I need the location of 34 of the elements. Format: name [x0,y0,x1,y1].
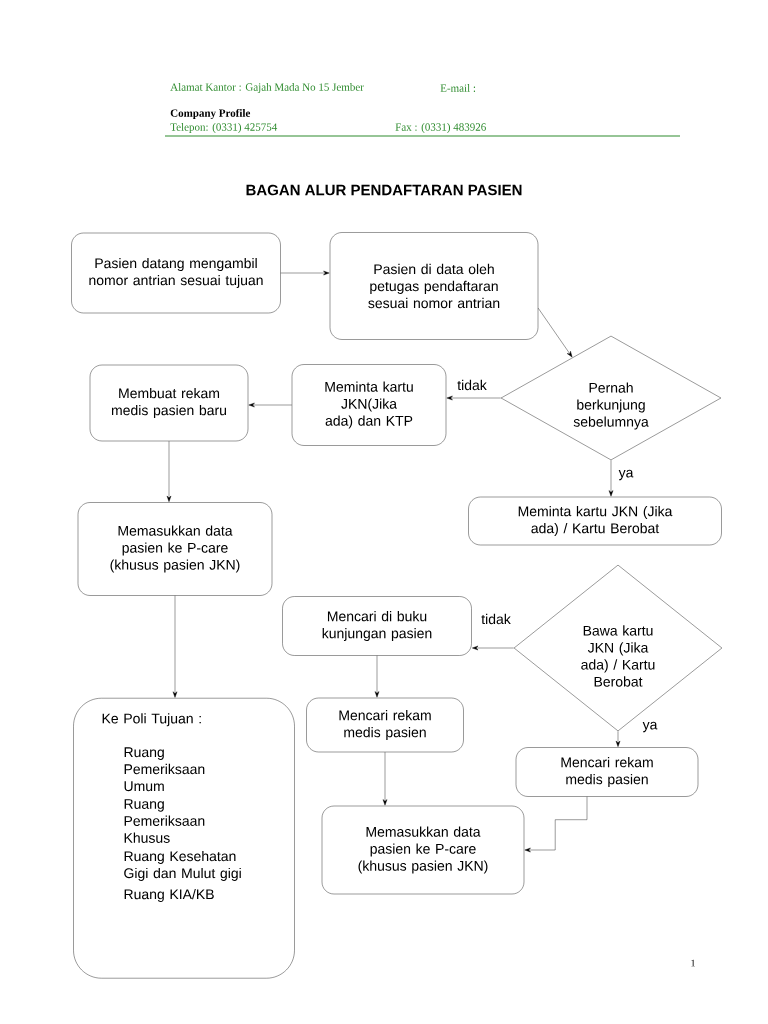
arrow [172,595,178,698]
process-box: Mencari rekam medis pasien [306,697,464,753]
process-box: Meminta kartu JKN (Jika ada) / Kartu Berobat [468,496,722,546]
process-box: Pasien di data oleh petugas pendaftaran sesuai nomor antrian [329,232,539,340]
process-box: Memasukkan data pasien ke P-care (khusus pasien JKN) [321,805,525,895]
arrow [538,307,573,358]
process-box: Mencari di buku kunjungan pasien [282,596,472,656]
edge-label: tidak [456,378,488,392]
arrow [382,752,388,806]
arrow [472,645,514,651]
letterhead-text: Telepon: (0331) 425754 [170,123,278,133]
arrow [374,655,380,698]
edge-label: ya [617,468,635,482]
letterhead-text: Fax : (0331) 483926 [395,123,486,133]
destination-box: Ke Poli Tujuan : Ruang Pemeriksaan Umum Ruang Pemeriksaan Khusus Ruang Kesehatan Gigi dan Mulut gigi Ruang KIA/KB [73,698,295,979]
arrow [446,395,501,401]
letterhead-text: Company Profile [170,108,251,120]
process-box: Memasukkan data pasien ke P-care (khusus pasien JKN) [77,502,273,596]
process-box: Pasien datang mengambil nomor antrian sesuai tujuan [71,232,281,314]
process-box: Meminta kartu JKN(Jika ada) dan KTP [291,364,447,446]
edge-label: ya [641,720,659,734]
arrow [248,402,292,408]
arrow [615,731,621,747]
letterhead-text: E-mail : [440,84,476,92]
arrow [524,796,588,853]
process-box: Mencari rekam medis pasien [515,747,699,797]
page-number: 1 [691,959,695,967]
arrow [608,460,614,497]
arrow [280,270,330,276]
title: BAGAN ALUR PENDAFTARAN PASIEN [246,184,522,196]
edge-label: tidak [480,612,512,626]
arrow [166,441,172,502]
process-box: Membuat rekam medis pasien baru [89,364,249,442]
letterhead-text: Alamat Kantor : Gajah Mada No 15 Jember [170,83,364,93]
